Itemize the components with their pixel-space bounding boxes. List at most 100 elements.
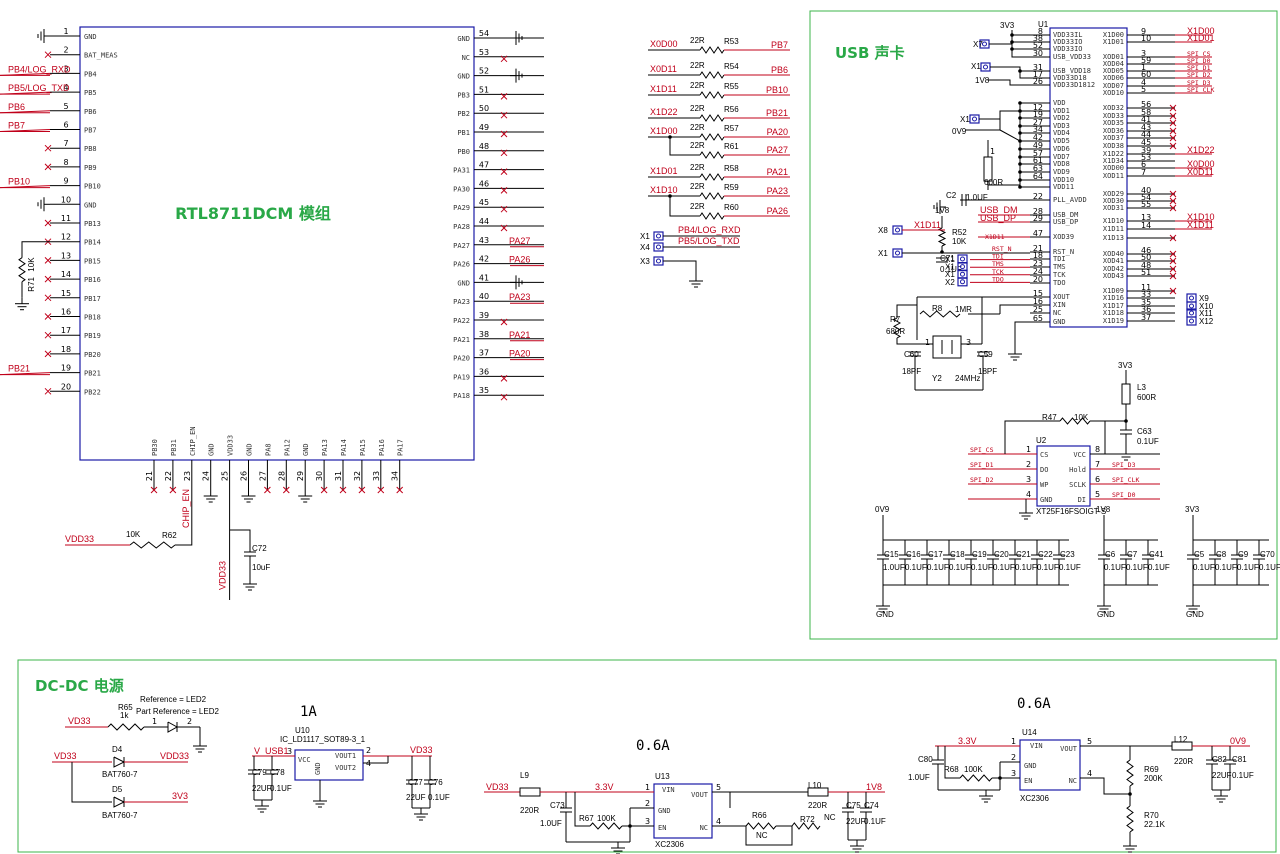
no-connect-mark (1169, 142, 1177, 150)
pin-number: 65 (1033, 314, 1043, 323)
c73-ref: C73 (550, 801, 565, 810)
cap-ref: C9 (1238, 550, 1249, 559)
pin-number: 17 (61, 326, 71, 335)
pin-name: VIN (1030, 742, 1043, 750)
pin-name: CHIP_EN (189, 426, 197, 456)
jtag-header-label: X1 (945, 270, 955, 279)
pin-name: XOD10 (1103, 89, 1124, 97)
pin-name: PB21 (84, 370, 101, 378)
cap-ref: C41 (1149, 550, 1164, 559)
pin-name: PB13 (84, 220, 101, 228)
d5-part: BAT760-7 (102, 811, 138, 820)
y2-value: 24MHz (955, 374, 980, 383)
no-connect-mark (1169, 104, 1177, 112)
pin-name: NC (462, 54, 470, 62)
x8-header (892, 225, 903, 235)
pin-number: 14 (1141, 221, 1151, 230)
cap-ref: C5 (1194, 550, 1205, 559)
pin-name: XOD29 (1103, 190, 1124, 198)
pin-name: XOD11 (1103, 172, 1124, 180)
ref-note: Reference = LED2 (140, 695, 207, 704)
pin-name: NC (1069, 777, 1077, 785)
net-label: PA27 (509, 236, 530, 246)
pin-number: 7 (63, 139, 68, 148)
c75-value: 22UF (846, 817, 866, 826)
pin-number: 28 (277, 471, 286, 481)
pin-name: GND (246, 443, 254, 456)
no-connect-mark (500, 187, 508, 194)
cap-value: 0.1UF (971, 563, 993, 572)
x1-label: X1 (640, 232, 650, 241)
pin-number: 54 (479, 29, 489, 38)
usb-dp-net: USB_DP (980, 213, 1016, 223)
r68-value: 100K (964, 765, 983, 774)
no-connect-mark (44, 257, 52, 264)
pin-number: 47 (1033, 229, 1043, 238)
pin-name: CS (1040, 451, 1048, 459)
net-label: PB6 (771, 65, 788, 75)
u10-current: 1A (300, 704, 317, 720)
pin-name: PB2 (457, 110, 470, 118)
1v8-label: 1V8 (935, 206, 950, 215)
pin-name: VDD4 (1053, 129, 1070, 137)
junction-dot (668, 135, 672, 139)
r71-value: 10K (27, 257, 36, 272)
header-label: X11 (1199, 309, 1213, 318)
u2-part: XT25F16FSOIGT-S (1036, 507, 1106, 516)
junction-dot (1128, 792, 1132, 796)
pin-name: PB18 (84, 314, 101, 322)
pin-name: XOD04 (1103, 60, 1124, 68)
net-label: X1D11 (650, 84, 677, 94)
pin-name: GND (208, 443, 216, 456)
resistor-value: 22R (690, 182, 705, 191)
pin-number: 4 (1087, 769, 1092, 778)
net-label: X1D22 (1187, 145, 1215, 155)
gnd-label: GND (1186, 610, 1204, 619)
dcdc-title: DC-DC 电源 (35, 677, 124, 695)
pin-name: GND (1024, 762, 1037, 770)
net-label: PB5/LOG_TXD (8, 83, 70, 93)
no-connect-mark (500, 55, 508, 63)
net-label: PB6 (8, 102, 25, 112)
net-label: PB10 (8, 177, 30, 187)
pin-name: XIN (1053, 301, 1066, 309)
pin-name: TDI (1053, 255, 1066, 263)
cap-ref: C21 (1016, 550, 1031, 559)
d5-diode-icon (113, 796, 126, 808)
r52-resistor (937, 227, 947, 247)
cap-value: 0.1UF (1215, 563, 1237, 572)
d4-part: BAT760-7 (102, 770, 138, 779)
pin-name: X1D10 (1103, 217, 1124, 225)
vd33-net: VD33 (54, 751, 77, 761)
pin-name: PB3 (457, 91, 470, 99)
pin-number: 41 (1141, 115, 1151, 124)
pin-name: PA16 (378, 439, 386, 456)
0v9-label: 0V9 (952, 127, 967, 136)
chip-en-net-label: CHIP_EN (181, 489, 191, 528)
pin-number: 18 (1033, 251, 1043, 260)
series-resistor-icon (699, 71, 725, 79)
net-label: X0D00 (650, 39, 678, 49)
pin-number: 2 (366, 746, 371, 755)
pin-number: 52 (479, 67, 489, 76)
pin-number: 2 (645, 799, 650, 808)
pin-name: PB30 (151, 439, 159, 456)
pin-number: 3 (287, 747, 292, 756)
vd33-net: VD33 (486, 782, 509, 792)
c59-ref: C59 (978, 350, 993, 359)
pin-name: VOUT (691, 791, 709, 799)
cap-ref: C20 (994, 550, 1009, 559)
pin-number: 4 (366, 759, 371, 768)
u10-ref: U10 (295, 726, 310, 735)
pin-name: TMS (1053, 263, 1066, 271)
pin-name: PB9 (84, 164, 97, 172)
series-resistor-icon (699, 212, 725, 220)
rxd-net-label: PB4/LOG_RXD (678, 225, 741, 235)
net-label: PB21 (766, 108, 788, 118)
c77-ref: C77 (408, 778, 423, 787)
no-connect-mark (44, 51, 52, 59)
pin-number: 64 (1033, 172, 1043, 181)
pin-number: 1 (1141, 63, 1146, 72)
pin-number: 1 (1026, 445, 1031, 454)
